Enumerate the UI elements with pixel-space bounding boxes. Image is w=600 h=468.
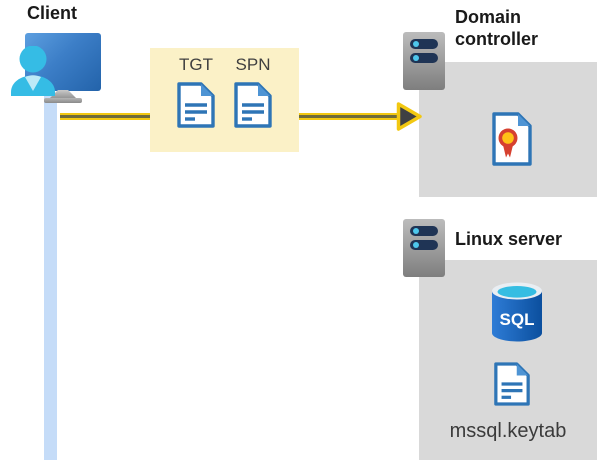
monitor-base-icon <box>44 98 82 103</box>
server-slot-icon <box>410 240 438 250</box>
client-label: Client <box>27 3 78 23</box>
server-slot-icon <box>410 53 438 63</box>
linux-server-label: Linux server <box>455 229 563 249</box>
sql-icon-text: SQL <box>500 310 535 329</box>
keytab-filename-label: mssql.keytab <box>449 420 567 442</box>
domain-controller-server-icon <box>403 32 445 90</box>
server-slot-icon <box>410 226 438 236</box>
sql-database-icon: SQL <box>492 282 542 342</box>
keytab-document-icon <box>494 362 530 406</box>
ticket-highlight-box: TGT SPN <box>150 48 299 152</box>
tgt-ticket: TGT <box>176 55 216 129</box>
monitor-stand-icon <box>49 90 77 99</box>
auth-request-arrowhead-icon <box>396 102 422 131</box>
certificate-icon <box>492 112 532 166</box>
linux-server-icon <box>403 219 445 277</box>
tgt-document-icon <box>177 82 215 128</box>
client-timeline-line <box>44 95 57 460</box>
tgt-label: TGT <box>179 55 213 74</box>
spn-ticket: SPN <box>233 55 273 129</box>
spn-document-icon <box>234 82 272 128</box>
person-icon <box>11 46 55 96</box>
domain-controller-label: Domain controller <box>455 7 539 49</box>
server-slot-icon <box>410 39 438 49</box>
spn-label: SPN <box>235 55 271 74</box>
